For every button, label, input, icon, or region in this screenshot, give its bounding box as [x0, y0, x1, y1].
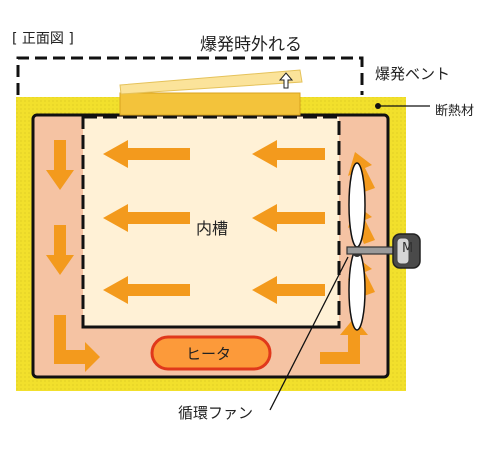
blowout-label: 爆発時外れる [200, 35, 302, 55]
motor [392, 233, 421, 269]
airflow-arrow [103, 276, 190, 304]
airflow-arrow [46, 140, 74, 190]
airflow-arrow [252, 140, 325, 168]
vent-panel-open [119, 69, 303, 95]
vent-panel-closed [119, 92, 301, 116]
airflow-arrows-left-duct [46, 140, 100, 372]
airflow-arrow [103, 204, 190, 232]
insulation-label: 断熱材 [435, 104, 475, 119]
motor-label: M [402, 241, 414, 256]
view-label: [ 正面図 ] [12, 31, 74, 47]
heater-label: ヒータ [186, 345, 232, 363]
airflow-arrow [252, 204, 325, 232]
vent-release-up-arrow-icon [278, 72, 294, 89]
motor-face [396, 237, 410, 265]
fan-shaft [346, 246, 400, 255]
fan-blade-lower [348, 249, 366, 331]
fan-leader-line [269, 256, 349, 411]
airflow-arrow [103, 140, 190, 168]
circulation-fan-label: 循環ファン [178, 404, 254, 422]
airflow-arrow [252, 276, 325, 304]
explosion-vent-label: 爆発ベント [375, 65, 451, 83]
circulation-fan [346, 162, 400, 331]
airflow-arrow [46, 225, 74, 275]
airflow-arrow [54, 315, 100, 372]
fan-blade-upper [348, 162, 366, 248]
blowout-dashed-outline [16, 56, 364, 95]
inner-chamber-label: 内槽 [196, 219, 229, 238]
airflow-arrows-inner [103, 140, 325, 304]
heater [150, 335, 272, 371]
